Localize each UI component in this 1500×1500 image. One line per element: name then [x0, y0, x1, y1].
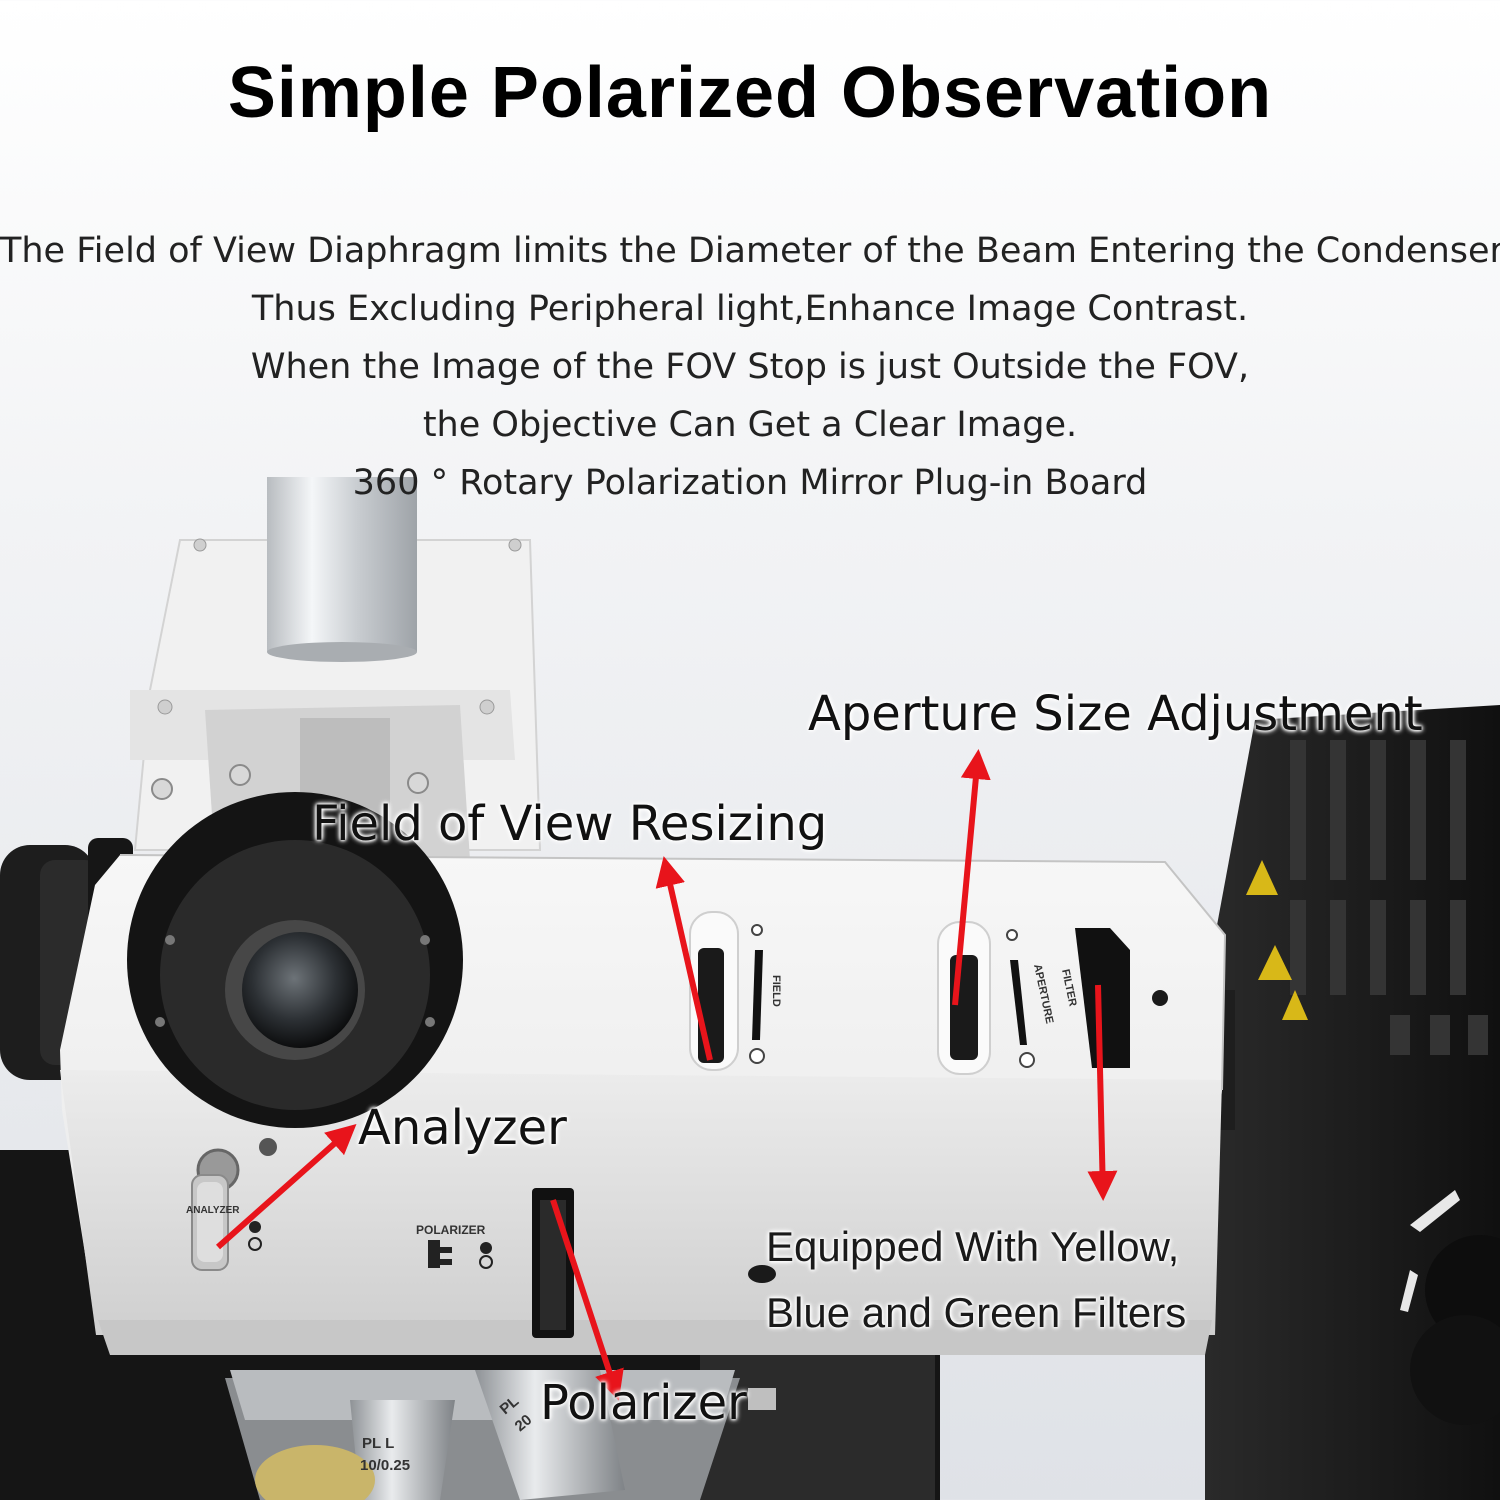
description-line: When the Image of the FOV Stop is just O… — [250, 347, 1250, 387]
polarizer-marking: POLARIZER — [416, 1223, 776, 1283]
description-line: 360 ° Rotary Polarization Mirror Plug-in… — [352, 463, 1148, 503]
polarizer-slider — [532, 1188, 574, 1338]
filter-slider: FILTER — [1059, 928, 1168, 1068]
callout-arrows — [216, 749, 1118, 1401]
polarizer-engraving: POLARIZER — [416, 1223, 486, 1237]
objective-1-label: PL L — [362, 1435, 394, 1452]
analyzer-callout: Analyzer — [358, 1100, 567, 1156]
arrow-fov — [655, 856, 713, 1061]
arrow-polarizer — [550, 1199, 624, 1401]
description-line: Thus Excluding Peripheral light,Enhance … — [251, 289, 1249, 329]
analyzer-knob: ANALYZER — [186, 1138, 277, 1271]
objective-1-spec: 10/0.25 — [360, 1457, 410, 1474]
arrow-analyzer — [216, 1124, 357, 1250]
filters-callout-line: Equipped With Yellow, — [766, 1223, 1180, 1270]
objective-turret: PL L 10/0.25 PL 20 — [225, 1370, 776, 1500]
description-line: The Field of View Diaphragm limits the D… — [0, 231, 1500, 271]
stage-plate — [700, 1340, 935, 1500]
page-title: Simple Polarized Observation — [227, 53, 1273, 133]
chrome-tube — [267, 477, 417, 662]
polarizer-callout: Polarizer — [540, 1375, 747, 1431]
filters-callout: Equipped With Yellow, Blue and Green Fil… — [766, 1214, 1186, 1346]
analyzer-engraving: ANALYZER — [186, 1205, 240, 1216]
arrow-filters — [1087, 984, 1118, 1201]
description-block: The Field of View Diaphragm limits the D… — [0, 222, 1500, 512]
description-line: the Objective Can Get a Clear Image. — [422, 405, 1078, 445]
fov-callout: Field of View Resizing — [312, 796, 828, 852]
field-engraving: FIELD — [770, 975, 782, 1007]
lamp-housing — [1185, 705, 1500, 1500]
arrow-aperture — [952, 749, 991, 1006]
filters-callout-line: Blue and Green Filters — [766, 1289, 1187, 1336]
port-ring — [127, 792, 463, 1128]
aperture-callout: Aperture Size Adjustment — [808, 686, 1423, 742]
